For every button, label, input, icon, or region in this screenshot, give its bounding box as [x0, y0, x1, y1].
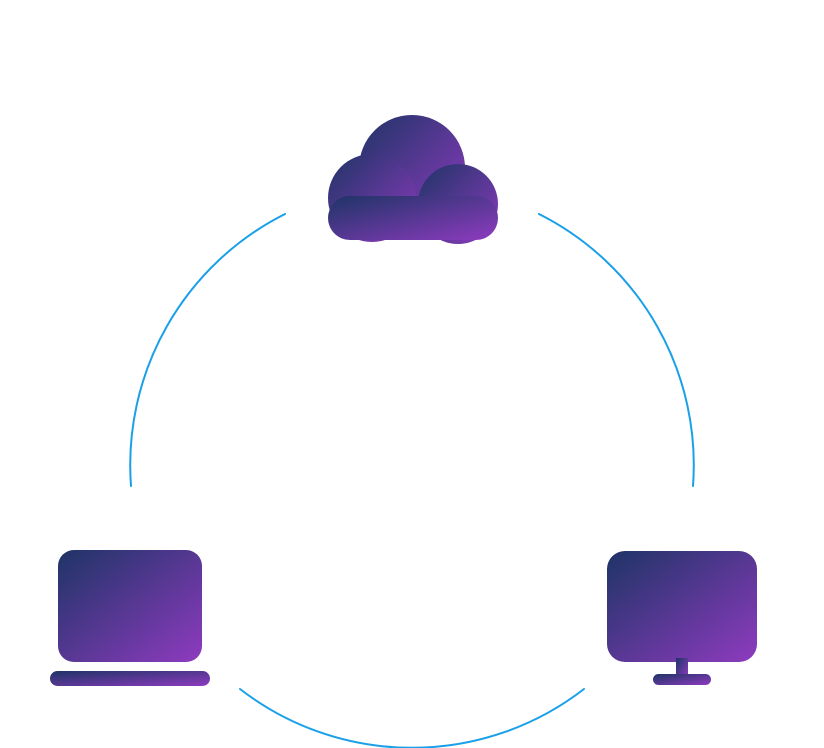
monitor-stand [676, 658, 688, 678]
laptop-screen [58, 550, 202, 662]
connector-arc-cloud-desktop [538, 213, 695, 487]
monitor-screen [607, 551, 757, 662]
laptop-icon [50, 550, 210, 686]
connector-arc-laptop-cloud [129, 213, 286, 487]
laptop-base [50, 671, 210, 686]
desktop-monitor-icon [607, 551, 757, 685]
monitor-foot [653, 674, 711, 685]
cloud-icon [328, 115, 498, 244]
connector-arc-desktop-laptop [239, 688, 585, 748]
